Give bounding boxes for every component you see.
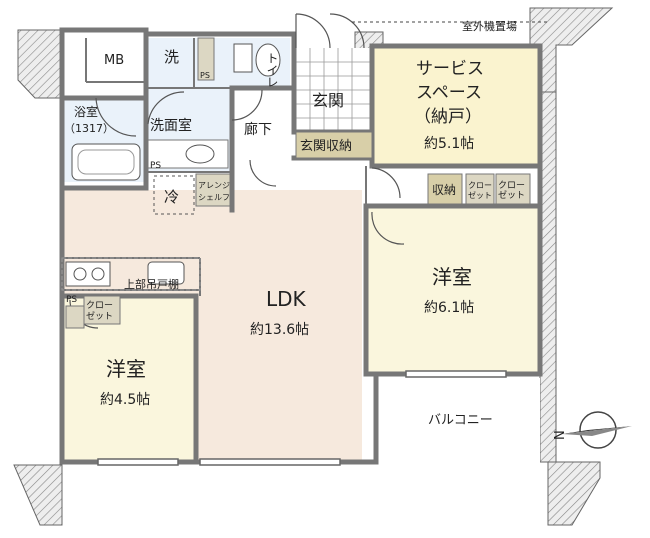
windows — [97, 370, 507, 466]
closet-label-1: クロー — [498, 180, 525, 191]
genkan-tiles — [296, 48, 372, 132]
bath-size-label: （1317） — [64, 122, 114, 135]
closet-label-1: クロー — [468, 181, 492, 190]
ps-label: PS — [150, 161, 161, 171]
closet-label-2: ゼット — [468, 190, 492, 200]
door-swing-icon — [231, 89, 263, 121]
service-space-label-3: （納戸） — [414, 107, 482, 127]
mb-label: MB — [104, 53, 124, 68]
door-swing-icon — [249, 159, 277, 187]
genkan-label: 玄関 — [312, 91, 344, 110]
closet-label-1: クロー — [86, 300, 113, 311]
service-space-label-1: サービス — [416, 59, 484, 79]
upper-cabinet-label: 上部吊戸棚 — [124, 277, 179, 291]
service-space-size-label: 約5.1帖 — [424, 136, 474, 152]
cold-label: 冷 — [164, 188, 179, 206]
compass-n-label: N — [553, 430, 568, 440]
ldk-size-label: 約13.6帖 — [250, 322, 309, 338]
service-floor — [374, 46, 538, 166]
wash-floor — [148, 38, 232, 88]
ps-label: PS — [200, 71, 210, 80]
mb-floor — [86, 38, 146, 82]
outdoor-unit-label: 室外機置場 — [462, 19, 517, 33]
corridor-label: 廊下 — [244, 121, 272, 138]
door-swing-icon — [147, 91, 185, 125]
sink-icon — [185, 144, 215, 164]
arrange-shelf-label-2: シェルフ — [198, 193, 230, 202]
washroom-label: 洗面室 — [150, 117, 192, 134]
toilet-icon — [233, 43, 253, 73]
door-swing-icon — [371, 167, 401, 199]
door-swing-icon — [95, 97, 137, 137]
ldk-label: LDK — [266, 287, 307, 311]
compass-icon — [562, 411, 632, 449]
genkan-storage-label: 玄関収納 — [300, 139, 352, 154]
stove-icon — [65, 261, 111, 287]
service-space-label-2: スペース — [416, 83, 482, 103]
door-swing-icon — [329, 13, 365, 49]
bath-label: 浴室 — [74, 104, 98, 119]
western-left-size-label: 約4.5帖 — [100, 392, 150, 408]
door-swing-icon — [371, 211, 405, 245]
western-right-size-label: 約6.1帖 — [424, 300, 474, 316]
western-right-label: 洋室 — [432, 265, 472, 289]
balcony-label: バルコニー — [428, 413, 493, 428]
western-left-label: 洋室 — [106, 357, 146, 381]
ps-label: PS — [66, 295, 77, 305]
toilet-label: トイレ — [265, 52, 279, 88]
door-swings — [69, 13, 405, 329]
floor-fills — [62, 38, 540, 464]
door-swing-icon — [295, 13, 331, 49]
fixtures — [61, 37, 531, 329]
wash-label: 洗 — [164, 48, 179, 66]
western-right-floor — [366, 206, 540, 374]
arrange-shelf-label-1: アレンジ — [198, 181, 230, 190]
closet-label-2: ゼット — [498, 189, 525, 201]
labels: 室外機置場 MB 洗 トイレ 玄関 玄関収納 廊下 浴室 （1317） 洗面室 … — [64, 19, 568, 440]
closet-label-2: ゼット — [86, 310, 113, 322]
balcony-floor — [376, 378, 540, 464]
storage-label: 収納 — [432, 183, 456, 197]
